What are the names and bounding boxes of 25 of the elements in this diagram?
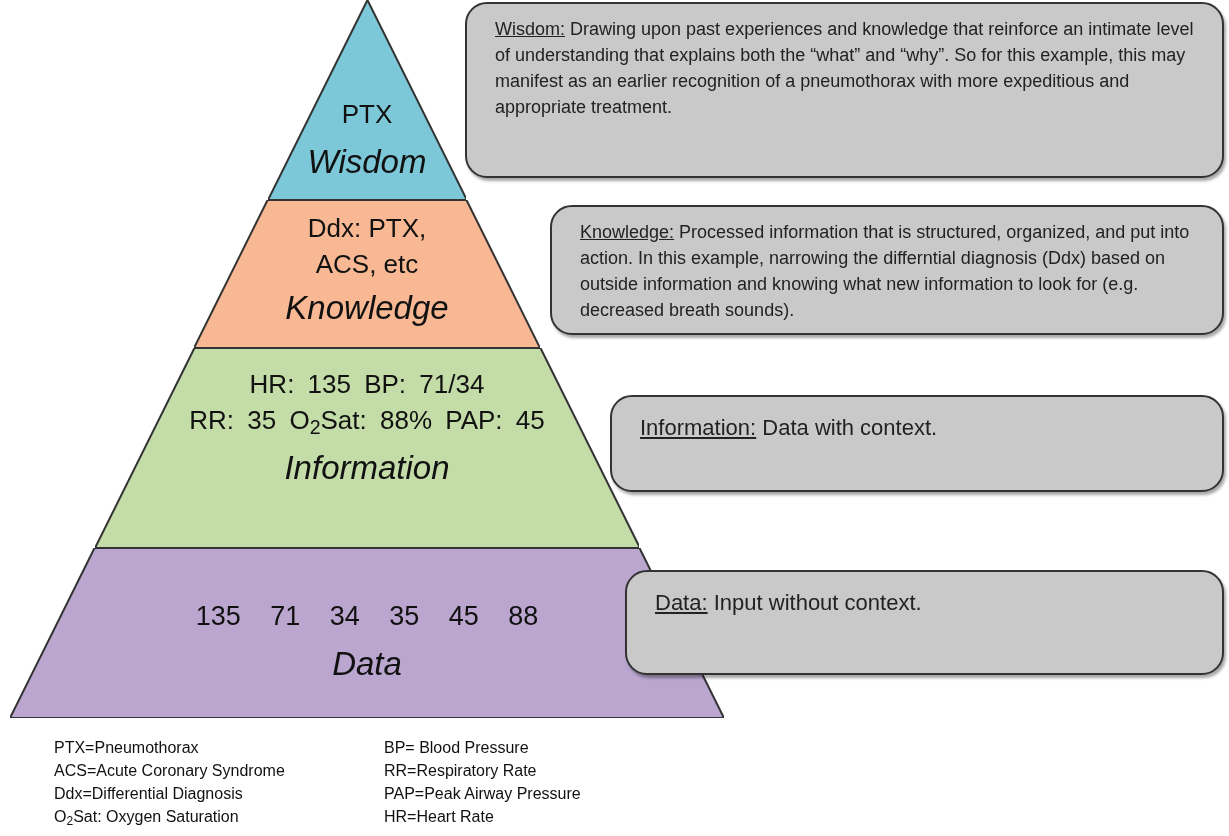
tier-text: Ddx: PTX, ACS, etc — [306, 212, 428, 281]
description-box — [550, 205, 1224, 335]
tier-title: Knowledge — [285, 288, 449, 328]
abbreviation-note: BP= Blood Pressure — [384, 738, 530, 758]
description-text: Knowledge: Processed information that is structured, organized, and put into action. In this example, narrowing the differntial diagnosis (Ddx) based on outside information and knowing what new information to look for (e.g. decreased breath sounds). — [579, 221, 1191, 322]
abbreviation-note: PTX=Pneumothorax — [54, 738, 200, 758]
tier-title: Data — [332, 644, 402, 684]
tier-text: PTX — [341, 98, 393, 131]
tier-title: Information — [284, 448, 450, 488]
abbreviation-note: O$_{2}$Sat: Oxygen Saturation — [54, 807, 240, 828]
tier-text: HR: 135 BP: 71/34 — [249, 368, 485, 401]
abbreviation-note: ACS=Acute Coronary Syndrome — [54, 761, 286, 781]
description-box — [610, 395, 1224, 492]
description-text: Wisdom: Drawing upon past experiences and knowledge that reinforce an intimate level of understanding that explains both the “what” and “why”. So for this example, this may manifest as an earlier recognition of a pneumothorax with more expeditious and appropriate treatment. — [494, 18, 1195, 119]
abbreviation-note: RR=Respiratory Rate — [384, 761, 538, 781]
abbreviation-note: HR=Heart Rate — [384, 807, 495, 827]
description-text: Data: Input without context. — [654, 589, 923, 617]
tier-title: Wisdom — [307, 142, 427, 182]
abbreviation-note: PAP=Peak Airway Pressure — [384, 784, 582, 804]
abbreviation-note: Ddx=Differential Diagnosis — [54, 784, 244, 804]
tier-values: 135 71 34 35 45 88 — [195, 600, 539, 633]
description-box — [465, 2, 1224, 178]
description-text: Information: Data with context. — [639, 414, 939, 442]
tier-text: RR: 35 O$_{2}$Sat: 88% PAP: 45 — [189, 404, 545, 438]
description-box — [625, 570, 1224, 675]
